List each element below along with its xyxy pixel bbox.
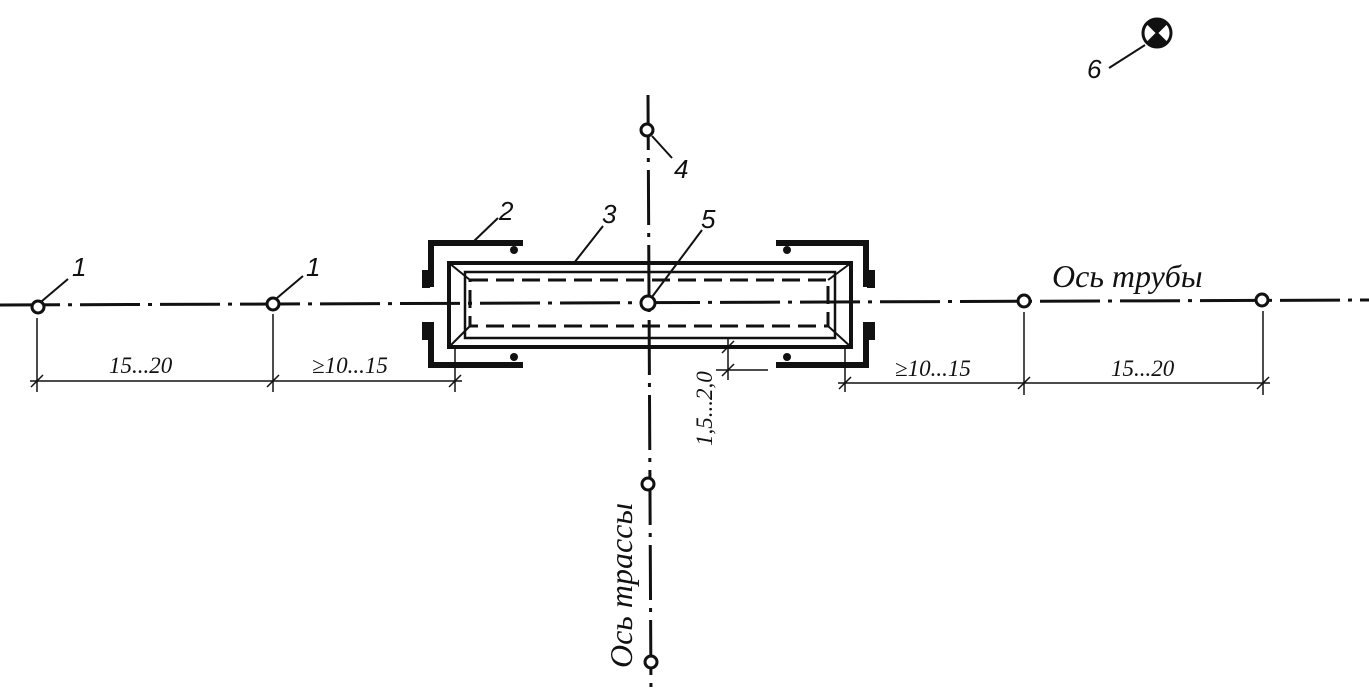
label-5: 5 [701, 204, 716, 234]
stake-route-bottom [643, 654, 659, 670]
stake-center [639, 294, 657, 312]
route-axis-label: Ось трассы [603, 503, 639, 668]
dim-left-inner: ≥10...15 [312, 353, 388, 378]
label-1-left: 1 [72, 252, 86, 282]
dim-right-inner: ≥10...15 [895, 356, 971, 381]
dimension-lines [30, 311, 1270, 395]
label-2: 2 [498, 196, 514, 226]
benchmark-icon [1141, 17, 1173, 49]
stake-right-outer [1254, 292, 1270, 308]
stake-route-top [639, 122, 655, 138]
stake-route-low [640, 476, 656, 492]
route-axis-line [646, 94, 653, 695]
dim-left-outer: 15...20 [109, 353, 173, 378]
dim-vertical-offset: 1,5...2,0 [692, 371, 717, 446]
stake-right-inner [1016, 293, 1032, 309]
stake-left-inner [265, 296, 281, 312]
pit-outline [447, 261, 853, 349]
pipe-axis-label: Ось трубы [1052, 258, 1203, 294]
label-4: 4 [674, 154, 688, 184]
stake-left-outer [30, 299, 46, 315]
label-1-right: 1 [306, 252, 320, 282]
batter-boards [422, 240, 875, 368]
dim-right-outer: 15...20 [1111, 356, 1175, 381]
leader-lines [41, 44, 1146, 302]
axis-stakes [30, 122, 1270, 670]
label-3: 3 [602, 199, 617, 229]
pipe-axis-line [0, 298, 1369, 307]
label-6: 6 [1087, 54, 1102, 84]
